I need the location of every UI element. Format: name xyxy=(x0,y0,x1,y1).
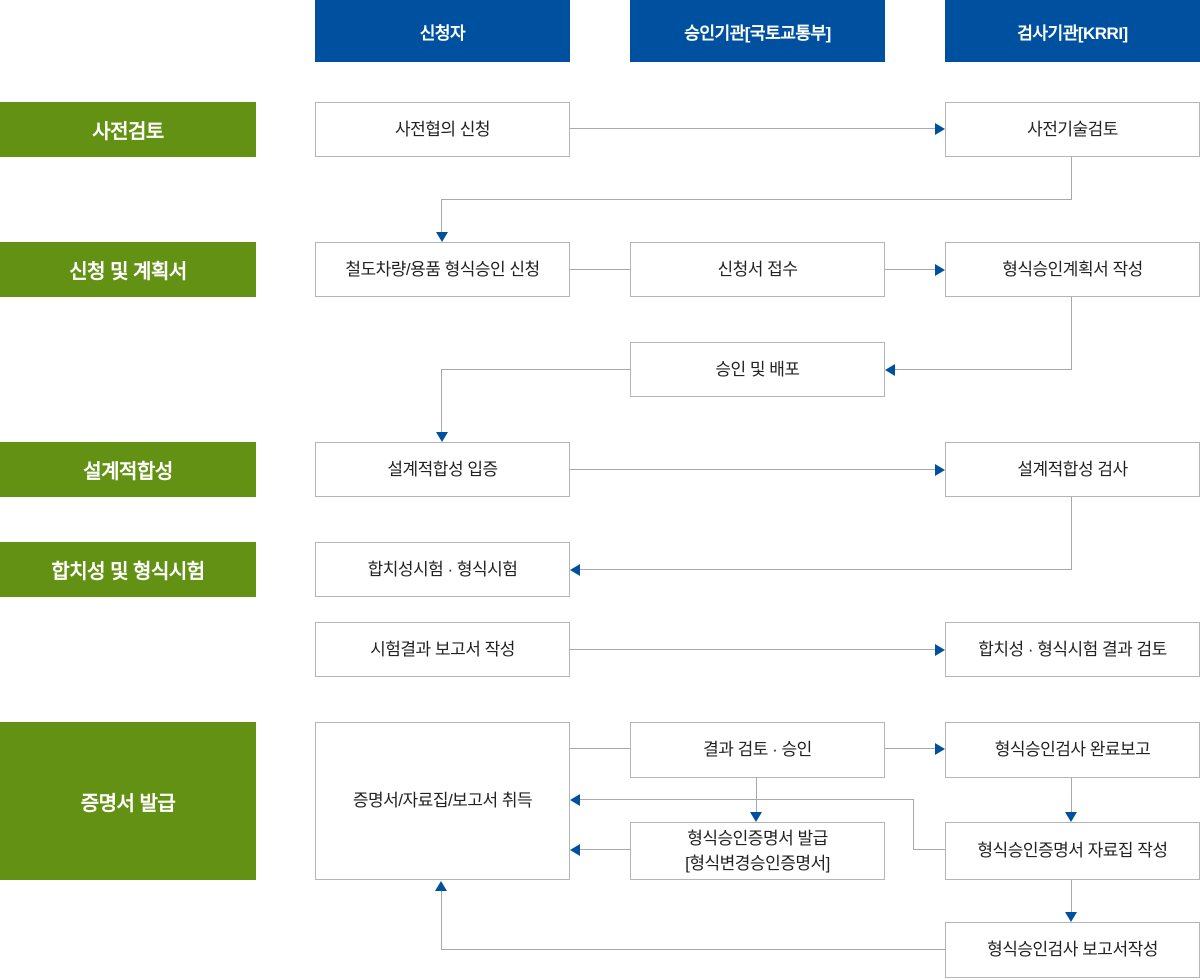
connector-line xyxy=(442,369,630,370)
connector-line xyxy=(441,369,442,433)
stage-label-pre-review: 사전검토 xyxy=(0,102,256,157)
connector-line xyxy=(441,890,442,950)
flow-box-label: 형식승인계획서 작성 xyxy=(1002,259,1143,279)
flow-box-pre-consult-request: 사전협의 신청 xyxy=(315,102,570,157)
stage-label-text: 증명서 발급 xyxy=(80,792,176,815)
connector-line xyxy=(885,269,935,270)
flow-box-approve-distribute: 승인 및 배포 xyxy=(630,342,885,397)
connector-line xyxy=(895,369,1072,370)
arrow-right-icon xyxy=(935,123,945,135)
column-header-label: 승인기관[국토교통부] xyxy=(684,23,831,43)
arrow-down-icon xyxy=(436,432,448,442)
flow-box-label-line2: [형식변경승인증명서] xyxy=(685,854,830,873)
arrow-down-icon xyxy=(1065,812,1077,822)
column-header-inspection: 검사기관[KRRI] xyxy=(945,0,1200,62)
stage-label-text: 신청 및 계획서 xyxy=(69,261,187,283)
flow-box-label: 사전협의 신청 xyxy=(394,119,491,139)
connector-line xyxy=(570,469,935,470)
flow-box-label: 형식승인검사 완료보고 xyxy=(994,740,1151,760)
flow-box-test-report-write: 시험결과 보고서 작성 xyxy=(315,622,570,677)
connector-line xyxy=(570,649,935,650)
stage-label-certificate: 증명서 발급 xyxy=(0,722,256,880)
flow-box-label: 합치성시험 · 형식시험 xyxy=(367,559,518,579)
flow-box-conformity-type-test: 합치성시험 · 형식시험 xyxy=(315,542,570,597)
connector-line xyxy=(580,849,630,850)
flow-box-label-line1: 형식승인증명서 발급 xyxy=(687,828,828,848)
flow-box-certificate-issue: 형식승인증명서 발급 [형식변경승인증명서] xyxy=(630,822,885,880)
stage-label-text: 설계적합성 xyxy=(83,461,173,483)
flow-box-certificate-databook-write: 형식승인증명서 자료집 작성 xyxy=(945,822,1200,880)
arrow-right-icon xyxy=(935,264,945,276)
stage-label-application: 신청 및 계획서 xyxy=(0,242,256,297)
connector-line xyxy=(885,748,935,749)
flow-box-inspection-complete-report: 형식승인검사 완료보고 xyxy=(945,722,1200,778)
column-header-approval: 승인기관[국토교통부] xyxy=(630,0,885,62)
connector-line xyxy=(913,849,945,850)
column-header-label: 검사기관[KRRI] xyxy=(1017,23,1128,43)
connector-line xyxy=(913,799,914,850)
arrow-right-icon xyxy=(935,464,945,476)
stage-label-design: 설계적합성 xyxy=(0,442,256,497)
connector-line xyxy=(570,748,630,749)
connector-line xyxy=(570,128,935,129)
flow-box-label: 철도차량/용품 형식승인 신청 xyxy=(345,259,540,279)
arrow-left-icon xyxy=(570,844,580,856)
connector-line xyxy=(580,799,914,800)
column-header-label: 신청자 xyxy=(419,23,466,43)
connector-line xyxy=(442,199,1072,200)
flow-box-label: 승인 및 배포 xyxy=(715,359,800,379)
flow-box-label: 합치성 · 형식시험 결과 검토 xyxy=(978,639,1167,659)
connector-line xyxy=(580,569,1072,570)
flow-box-inspection-report-write: 형식승인검사 보고서작성 xyxy=(945,922,1200,978)
arrow-down-icon xyxy=(750,812,762,822)
connector-line xyxy=(1071,157,1072,200)
flow-box-label: 증명서/자료집/보고서 취득 xyxy=(352,791,533,811)
connector-line xyxy=(441,949,945,950)
arrow-right-icon xyxy=(935,743,945,755)
flow-box-application-receipt: 신청서 접수 xyxy=(630,242,885,297)
flow-box-approval-plan-write: 형식승인계획서 작성 xyxy=(945,242,1200,297)
flow-box-pre-tech-review: 사전기술검토 xyxy=(945,102,1200,157)
flow-box-label: 신청서 접수 xyxy=(717,259,798,279)
connector-line xyxy=(1071,880,1072,913)
flow-box-result-review-approve: 결과 검토 · 승인 xyxy=(630,722,885,778)
flow-box-design-proof: 설계적합성 입증 xyxy=(315,442,570,497)
column-header-applicant: 신청자 xyxy=(315,0,570,62)
connector-line xyxy=(756,778,757,813)
flow-box-test-result-review: 합치성 · 형식시험 결과 검토 xyxy=(945,622,1200,677)
flow-box-label: 설계적합성 입증 xyxy=(387,459,498,479)
connector-line xyxy=(1071,778,1072,813)
flow-box-label: 형식승인증명서 자료집 작성 xyxy=(977,841,1168,861)
arrow-down-icon xyxy=(436,232,448,242)
flow-box-certificate-obtain: 증명서/자료집/보고서 취득 xyxy=(315,722,570,880)
flow-box-type-approval-request: 철도차량/용품 형식승인 신청 xyxy=(315,242,570,297)
connector-line xyxy=(1071,497,1072,570)
arrow-left-icon xyxy=(885,364,895,376)
arrow-up-icon xyxy=(435,881,447,891)
connector-line xyxy=(1071,297,1072,370)
flow-box-label: 사전기술검토 xyxy=(1027,119,1118,139)
stage-label-conformity: 합치성 및 형식시험 xyxy=(0,542,256,597)
flow-box-design-inspection: 설계적합성 검사 xyxy=(945,442,1200,497)
stage-label-text: 사전검토 xyxy=(92,121,164,143)
arrow-left-icon xyxy=(570,564,580,576)
stage-label-text: 합치성 및 형식시험 xyxy=(51,561,205,583)
arrow-down-icon xyxy=(1065,912,1077,922)
flow-box-label: 형식승인검사 보고서작성 xyxy=(987,940,1158,960)
flow-box-label: 결과 검토 · 승인 xyxy=(703,740,812,760)
flow-box-label: 설계적합성 검사 xyxy=(1017,459,1128,479)
connector-line xyxy=(570,269,630,270)
flow-box-label: 시험결과 보고서 작성 xyxy=(370,639,515,659)
arrow-right-icon xyxy=(935,644,945,656)
connector-line xyxy=(441,199,442,233)
arrow-left-icon xyxy=(570,794,580,806)
